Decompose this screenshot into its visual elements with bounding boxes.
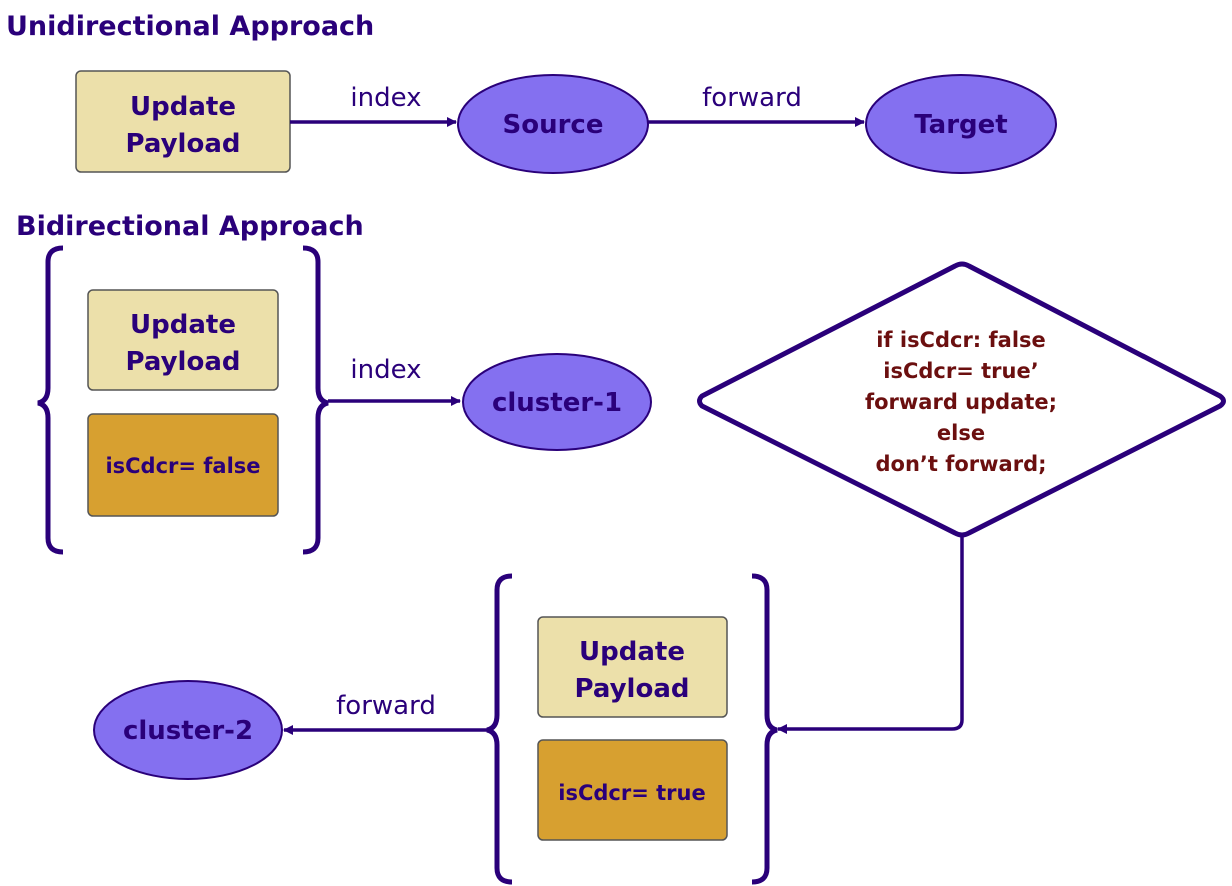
flag-box-1 xyxy=(87,413,279,517)
bi-payload-2-line1: Update xyxy=(579,637,685,667)
target-node-label: Target xyxy=(914,110,1007,140)
uni-index-label: index xyxy=(350,83,421,113)
unidirectional-title: Unidirectional Approach xyxy=(6,11,374,42)
bi-payload-1-line2: Payload xyxy=(126,347,241,377)
uni-forward-label: forward xyxy=(702,83,802,113)
rule-line-5: don’t forward; xyxy=(875,452,1046,476)
bidirectional-title: Bidirectional Approach xyxy=(16,211,364,242)
cluster-2-node xyxy=(93,680,283,780)
bi-payload-box-1 xyxy=(87,289,279,391)
bi-forward-label: forward xyxy=(336,691,436,721)
group2-left-brace xyxy=(486,573,513,885)
flag-box-2-label: isCdcr= true xyxy=(558,781,705,805)
cluster-1-node xyxy=(462,353,652,451)
rule-line-3: forward update; xyxy=(865,390,1057,414)
group1-left-brace xyxy=(37,245,64,555)
bi-payload-box-2 xyxy=(537,616,728,718)
cluster-1-label: cluster-1 xyxy=(492,388,622,418)
rule-to-group2-arrow xyxy=(777,537,964,734)
rule-line-2: isCdcr= true’ xyxy=(883,359,1038,383)
uni-payload-label-line2: Payload xyxy=(126,129,241,159)
bi-payload-1-line1: Update xyxy=(130,310,236,340)
group1-right-brace xyxy=(302,245,329,555)
target-node xyxy=(865,74,1057,174)
rule-line-4: else xyxy=(937,421,985,445)
source-node-label: Source xyxy=(503,110,604,140)
bi-payload-2-line2: Payload xyxy=(575,674,690,704)
forward-rule-diamond xyxy=(697,261,1226,538)
group2-right-brace xyxy=(751,573,778,885)
flag-box-2 xyxy=(537,739,728,841)
rule-line-1: if isCdcr: false xyxy=(876,328,1046,352)
bi-index-label: index xyxy=(350,355,421,385)
uni-payload-label-line1: Update xyxy=(130,92,236,122)
source-node xyxy=(457,74,649,174)
flag-box-1-label: isCdcr= false xyxy=(105,454,260,478)
cluster-2-label: cluster-2 xyxy=(123,716,253,746)
